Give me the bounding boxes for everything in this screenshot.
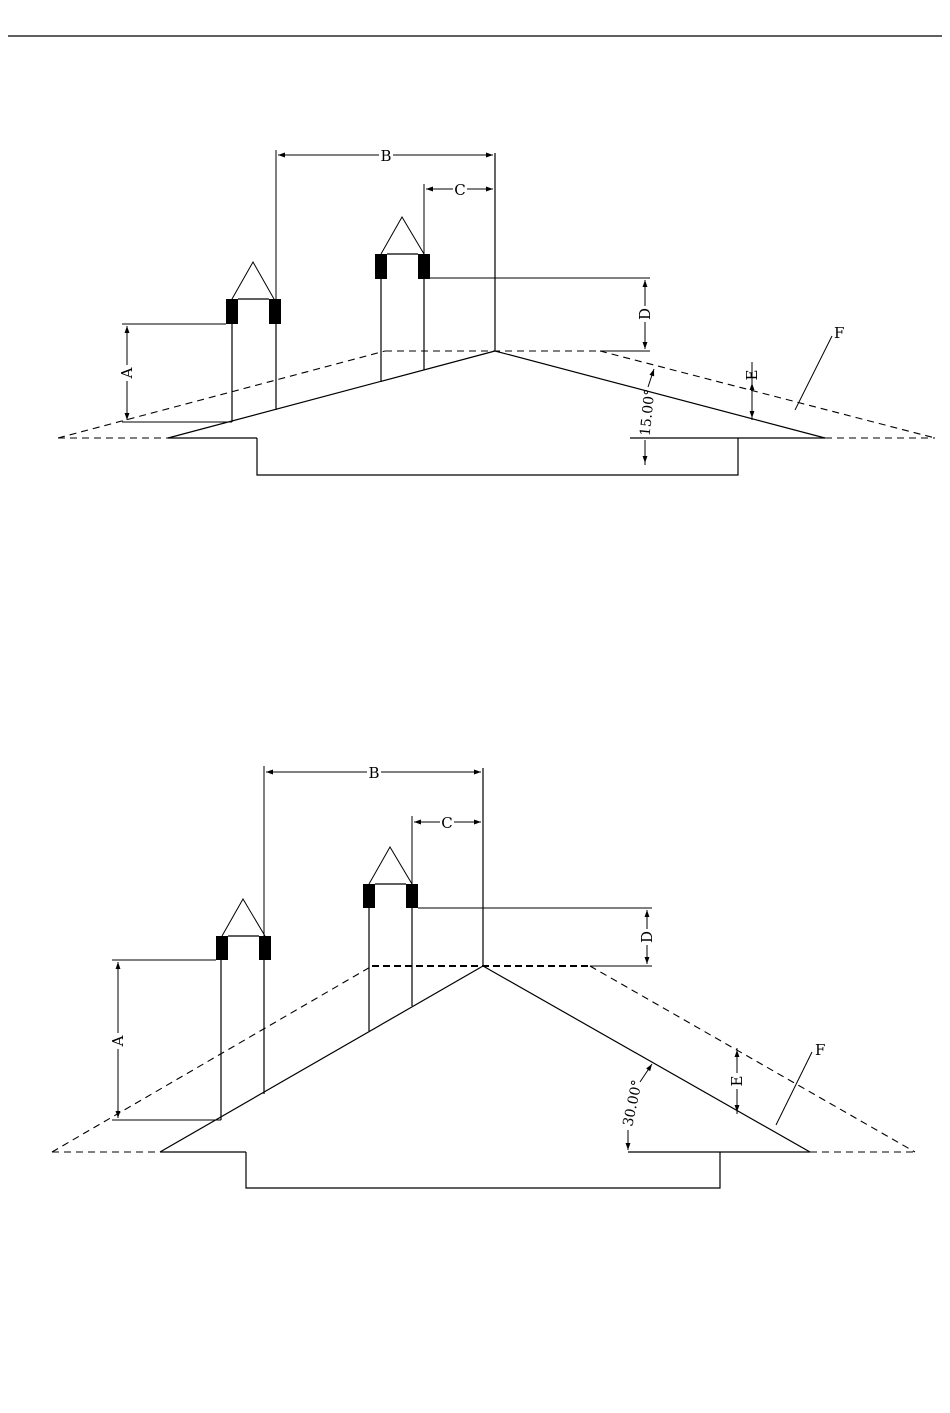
label-f: F xyxy=(834,324,844,342)
callout-f: F xyxy=(795,324,844,410)
label-c: C xyxy=(454,181,465,199)
label-f: F xyxy=(815,1041,825,1059)
label-c: C xyxy=(441,814,452,832)
dimension-d: D xyxy=(430,278,654,351)
label-b: B xyxy=(380,147,391,165)
rail-assembly-right xyxy=(363,847,418,1031)
dimension-e: E xyxy=(728,1048,746,1114)
dimension-c: C xyxy=(424,181,493,254)
angle-annotation: 30.00° xyxy=(620,1064,652,1150)
rail-assembly-left xyxy=(226,262,281,422)
label-e: E xyxy=(728,1076,746,1087)
rail-assembly-right xyxy=(375,217,430,382)
label-b: B xyxy=(368,764,379,782)
label-d: D xyxy=(636,308,654,320)
label-d: D xyxy=(638,931,656,943)
diagram-15-degree: A B C D E xyxy=(58,147,935,475)
embankment-outline xyxy=(168,351,825,475)
diagram-30-degree: A B C D E xyxy=(52,764,915,1188)
angle-annotation: 15.00° xyxy=(638,369,659,465)
embankment-outline xyxy=(160,966,810,1188)
label-a: A xyxy=(118,367,136,379)
dimension-b: B xyxy=(264,764,481,936)
rail-assembly-left xyxy=(216,899,271,1120)
dimension-d: D xyxy=(418,908,656,966)
angle-value: 30.00° xyxy=(620,1078,645,1127)
clearance-envelope-dashed xyxy=(52,966,915,1152)
clearance-envelope-dashed xyxy=(58,351,935,438)
dimension-e: E xyxy=(743,362,761,420)
angle-value: 15.00° xyxy=(638,388,659,437)
callout-f: F xyxy=(776,1041,825,1125)
label-e: E xyxy=(743,370,761,381)
label-a: A xyxy=(109,1035,127,1047)
dimension-a: A xyxy=(109,960,221,1120)
dimension-c: C xyxy=(412,814,481,884)
